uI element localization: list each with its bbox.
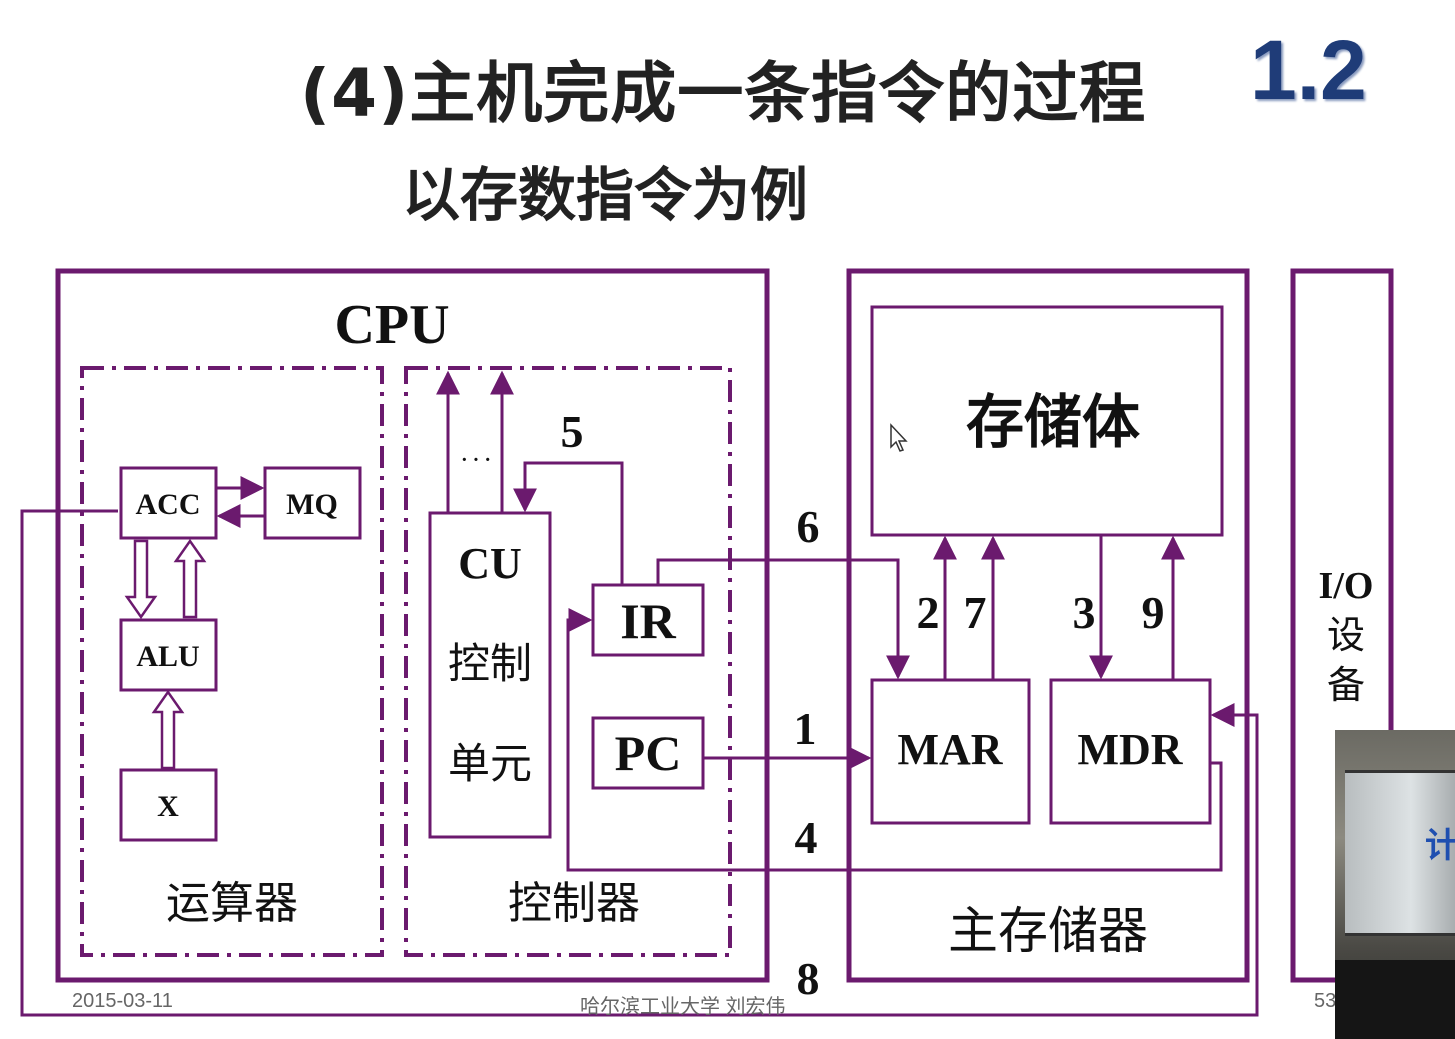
cu-title-label: CU: [458, 539, 522, 588]
cpu-label: CPU: [334, 294, 449, 356]
step-label-9: 9: [1142, 587, 1165, 638]
step-label-2: 2: [917, 587, 940, 638]
acc-box: [119, 466, 218, 540]
presenter-webcam-overlay: 计: [1335, 730, 1455, 1039]
step-label-7: 7: [964, 587, 987, 638]
main-memory-box: [846, 268, 1250, 983]
section-number: 1.2: [1250, 23, 1367, 117]
storage-body-label: 存储体: [966, 388, 1140, 456]
alu-unit-label: 运算器: [166, 878, 298, 929]
cpu-box: [55, 268, 770, 983]
step-5-path: [513, 461, 624, 585]
x-label: X: [157, 790, 179, 823]
step-4-path: [566, 608, 1223, 872]
io-label-line-2: 设: [1327, 613, 1365, 657]
acc-label: ACC: [136, 488, 201, 521]
x-box: [119, 768, 218, 842]
slide-subtitle: 以存数指令为例: [402, 161, 809, 229]
pc-label: PC: [615, 725, 682, 781]
alu-label: ALU: [136, 640, 199, 673]
webcam-visible-text: 计: [1425, 826, 1455, 866]
ellipsis-label: · · ·: [461, 449, 491, 471]
storage-body-box: [870, 305, 1224, 537]
step-label-4: 4: [795, 812, 818, 863]
step-label-3: 3: [1073, 587, 1096, 638]
step-label-8: 8: [797, 953, 820, 1004]
ir-box: [591, 583, 705, 657]
footer-page-number: 53: [1314, 990, 1337, 1012]
mq-box: [263, 466, 362, 540]
io-label-line-1: I/O: [1319, 565, 1374, 607]
step-label-6: 6: [797, 501, 820, 552]
step-6-path: [656, 558, 910, 680]
webcam-background-panel: [1345, 770, 1455, 936]
control-unit-box: [404, 366, 732, 957]
step-label-1: 1: [794, 703, 817, 754]
mar-label: MAR: [897, 725, 1003, 774]
cu-line1-label: 控制: [448, 639, 532, 688]
control-unit-label: 控制器: [508, 878, 640, 929]
mar-box: [870, 678, 1031, 825]
cu-box: [428, 511, 552, 839]
alu-unit-box: [80, 366, 384, 957]
ir-label: IR: [620, 593, 676, 649]
footer-date: 2015-03-11: [72, 990, 173, 1012]
acc-to-alu-hollow-arrow: [124, 539, 158, 620]
step-label-5: 5: [561, 406, 584, 457]
mdr-box: [1049, 678, 1212, 825]
alu-to-acc-hollow-arrow: [173, 538, 207, 619]
footer-author: 哈尔滨工业大学 刘宏伟: [580, 996, 786, 1018]
step-8-path: [20, 509, 1259, 1017]
x-to-alu-hollow-arrow: [151, 689, 185, 770]
io-label-line-3: 备: [1327, 663, 1365, 707]
webcam-dark-area: [1335, 960, 1455, 1039]
main-memory-label: 主存储器: [948, 902, 1148, 960]
slide-title: (4)主机完成一条指令的过程: [300, 55, 1147, 132]
pc-box: [591, 716, 705, 790]
alu-box: [119, 618, 218, 692]
cu-line2-label: 单元: [448, 739, 532, 788]
mdr-label: MDR: [1077, 725, 1183, 774]
mouse-pointer-icon: [890, 423, 908, 452]
mq-label: MQ: [286, 488, 338, 521]
